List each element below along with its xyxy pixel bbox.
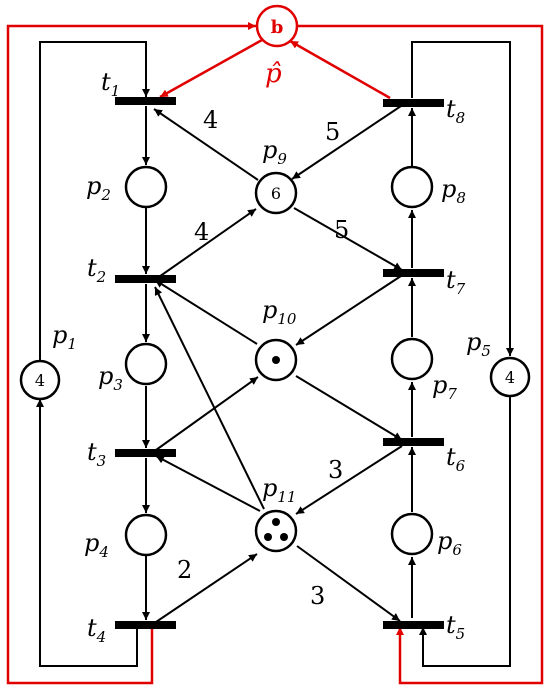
label-p7: p7 (432, 371, 457, 403)
p1-token-count: 4 (35, 371, 45, 390)
place-p1 (19, 359, 61, 401)
token-dot (272, 356, 280, 364)
label-p5: p5 (466, 328, 491, 360)
arc-p1-to-t1 (39, 41, 150, 360)
weight-t4-p11: 2 (177, 556, 192, 584)
label-t6: t6 (446, 443, 466, 475)
place-p9 (254, 171, 298, 215)
monitor-label: b (271, 17, 284, 38)
cross-arcs (153, 103, 405, 623)
label-p11: p11 (262, 474, 296, 506)
place-p7 (390, 337, 434, 381)
label-p10: p10 (262, 296, 297, 328)
label-p1: p1 (52, 321, 77, 353)
monitor-name: p̂ (265, 59, 282, 89)
label-t7: t7 (446, 266, 466, 298)
token-dot (272, 518, 280, 526)
place-labels: p1 p2 p3 p4 p5 p6 p7 p8 p9 p10 p11 (52, 136, 491, 561)
place-p5 (489, 356, 531, 398)
transitions (115, 97, 444, 629)
token-dot (280, 533, 288, 541)
place-p4 (124, 513, 168, 557)
place-p6 (390, 512, 434, 556)
arc-t4-to-p1 (36, 399, 138, 667)
p9-token-count: 6 (271, 184, 281, 203)
weight-t1-p9: 4 (203, 106, 218, 134)
arc-monitor-to-t5 (298, 24, 544, 685)
label-t3: t3 (87, 438, 106, 470)
token-dots (264, 356, 288, 541)
weight-t8-p9: 5 (325, 118, 340, 146)
label-t4: t4 (87, 614, 106, 646)
place-p11 (254, 509, 298, 553)
arc-t4-to-monitor (6, 22, 256, 685)
label-p2: p2 (86, 172, 111, 204)
label-p9: p9 (262, 136, 287, 168)
arc-t8-to-p5 (411, 41, 514, 356)
place-p8 (390, 165, 434, 209)
label-t2: t2 (87, 254, 106, 286)
weight-p11-t5: 3 (310, 582, 325, 610)
transition-labels: t1 t2 t3 t4 t5 t6 t7 t8 (87, 68, 466, 646)
monitor-arcs (6, 22, 544, 685)
label-p8: p8 (441, 175, 466, 207)
label-t5: t5 (446, 611, 465, 643)
label-t8: t8 (446, 95, 465, 127)
arc-weights: 4 4 5 5 3 3 2 (177, 106, 349, 610)
arc-monitor-to-t1 (159, 38, 263, 99)
monitor-place (255, 4, 299, 48)
label-p6: p6 (437, 527, 462, 559)
place-p2 (124, 165, 168, 209)
arc-t8-to-monitor (289, 39, 391, 100)
p5-token-count: 4 (505, 368, 515, 387)
weight-t6-p11: 3 (328, 456, 343, 484)
weight-p9-t2: 4 (194, 218, 209, 246)
arc-p5-to-t5 (419, 397, 511, 667)
label-p3: p3 (98, 362, 123, 394)
weight-p9-t7: 5 (334, 216, 349, 244)
place-p3 (124, 342, 168, 386)
outer-loops (36, 41, 514, 667)
token-dot (264, 533, 272, 541)
label-t1: t1 (101, 68, 120, 100)
label-p4: p4 (84, 529, 109, 561)
